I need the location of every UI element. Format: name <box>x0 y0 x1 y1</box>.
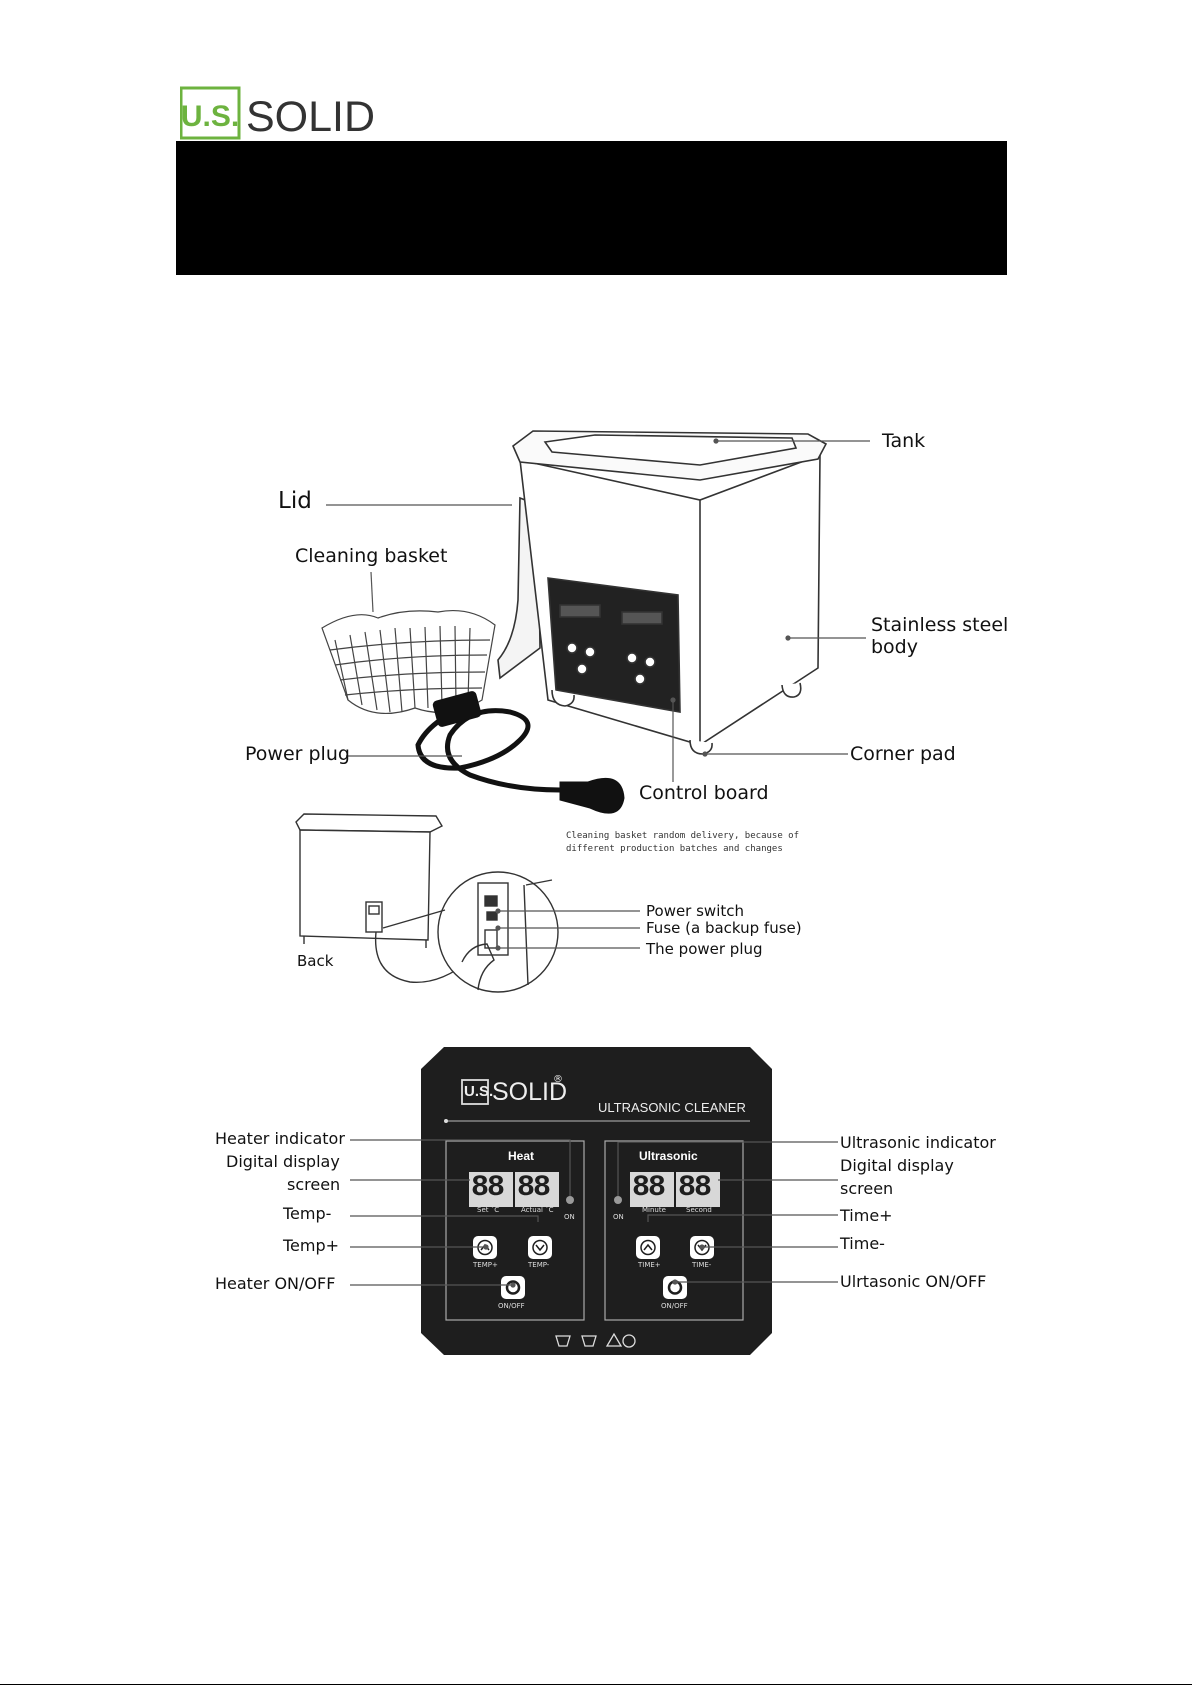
ultra-on-label: ON <box>613 1213 624 1221</box>
panel-callout-lines <box>350 1139 838 1288</box>
label-heater-indicator: Heater indicator <box>215 1129 345 1148</box>
panel-title: ULTRASONIC CLEANER <box>598 1100 746 1115</box>
heat-actual-display: 88 <box>517 1171 551 1205</box>
label-cleaning-basket: Cleaning basket <box>295 545 448 567</box>
ultra-onoff-label: ON/OFF <box>661 1302 688 1310</box>
time-plus-label: TIME+ <box>638 1261 661 1269</box>
label-heat-display-line1: Digital display <box>226 1152 340 1171</box>
heat-set-label: Set ˚C <box>477 1206 500 1214</box>
ultra-minute-display: 88 <box>632 1171 666 1205</box>
label-ultra-display-line2: screen <box>840 1179 894 1198</box>
heat-actual-label: Actual ˚C <box>521 1206 554 1214</box>
heat-set-display: 88 <box>471 1171 505 1205</box>
heat-on-label: ON <box>564 1213 575 1221</box>
label-back: Back <box>297 952 334 970</box>
basket-note-line1: Cleaning basket random delivery, because… <box>566 831 799 841</box>
ultra-title: Ultrasonic <box>639 1149 698 1163</box>
label-ultrasonic-indicator: Ultrasonic indicator <box>840 1133 996 1152</box>
basket-note-line2: different production batches and changes <box>566 844 783 854</box>
heat-title: Heat <box>508 1149 535 1163</box>
label-ultrasonic-onoff: Ulrtasonic ON/OFF <box>840 1272 987 1291</box>
header-bar <box>176 141 1007 275</box>
temp-minus-label: TEMP- <box>528 1261 550 1269</box>
logo-prefix: U.S. <box>181 100 239 133</box>
temp-plus-label: TEMP+ <box>473 1261 498 1269</box>
power-cord-drawing <box>415 691 625 814</box>
panel-brand-prefix: U.S. <box>464 1083 494 1100</box>
label-ultra-display-line1: Digital display <box>840 1156 954 1175</box>
back-callout-lines <box>495 908 640 951</box>
label-control-board: Control board <box>639 782 769 804</box>
basket-note: Cleaning basket random delivery, because… <box>566 830 799 856</box>
label-time-minus: Time- <box>840 1234 885 1253</box>
label-heat-display-line2: screen <box>287 1175 341 1194</box>
label-time-plus: Time+ <box>840 1206 893 1225</box>
heat-onoff-label: ON/OFF <box>498 1302 525 1310</box>
label-temp-minus: Temp- <box>283 1204 332 1223</box>
panel-brand-name: SOLID <box>492 1078 568 1106</box>
label-temp-plus: Temp+ <box>283 1236 340 1255</box>
ultra-minute-label: Minute <box>642 1206 666 1214</box>
label-back-power-plug: The power plug <box>646 940 763 958</box>
control-panel-drawing <box>421 1047 772 1355</box>
brand-logo: U.S. SOLID <box>179 86 380 142</box>
back-view-drawing <box>295 813 559 993</box>
panel-registered: ® <box>553 1074 563 1085</box>
logo-name: SOLID <box>246 93 375 141</box>
product-callout-lines <box>326 438 870 782</box>
label-lid: Lid <box>278 488 312 514</box>
time-minus-label: TIME- <box>692 1261 712 1269</box>
label-heater-onoff: Heater ON/OFF <box>215 1274 336 1293</box>
ultra-second-label: Second <box>686 1206 712 1214</box>
label-body-line1: Stainless steel <box>871 614 1009 636</box>
label-fuse: Fuse (a backup fuse) <box>646 919 802 937</box>
label-power-switch: Power switch <box>646 902 745 920</box>
label-power-plug: Power plug <box>245 743 350 765</box>
label-body-line2: body <box>871 636 918 658</box>
cleaning-basket-drawing <box>321 609 496 714</box>
label-tank: Tank <box>882 430 926 452</box>
ultrasonic-cleaner-drawing <box>497 430 828 755</box>
label-corner-pad: Corner pad <box>850 743 956 765</box>
ultra-second-display: 88 <box>678 1171 712 1205</box>
